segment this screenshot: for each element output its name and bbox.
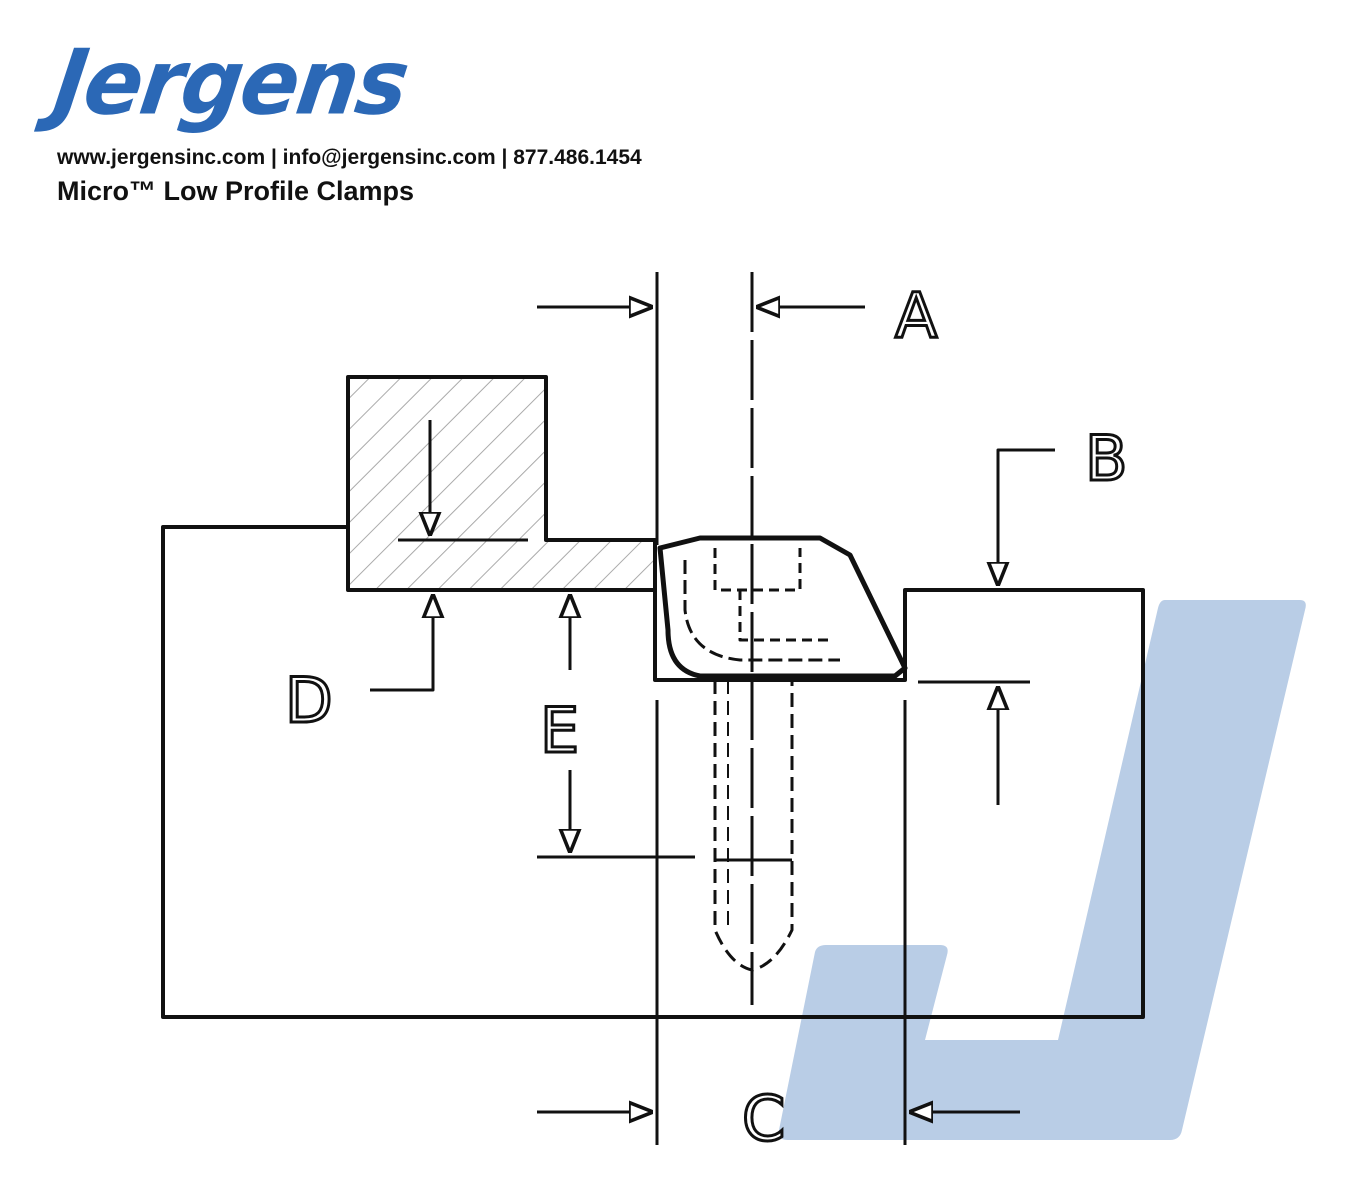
dimension-label-c: C	[742, 1082, 785, 1155]
base-block	[161, 525, 1145, 1019]
page-title: Micro™ Low Profile Clamps	[57, 176, 415, 206]
dimension-label-e: E	[540, 694, 579, 767]
dimension-label-a: A	[895, 279, 937, 352]
dimension-label-b: B	[1085, 422, 1128, 495]
clamp-body	[657, 535, 908, 679]
watermark-j-logo	[778, 600, 1306, 1140]
contact-info: www.jergensinc.com | info@jergensinc.com…	[57, 146, 642, 169]
workpiece	[346, 375, 657, 592]
dimension-label-d: D	[285, 664, 333, 737]
